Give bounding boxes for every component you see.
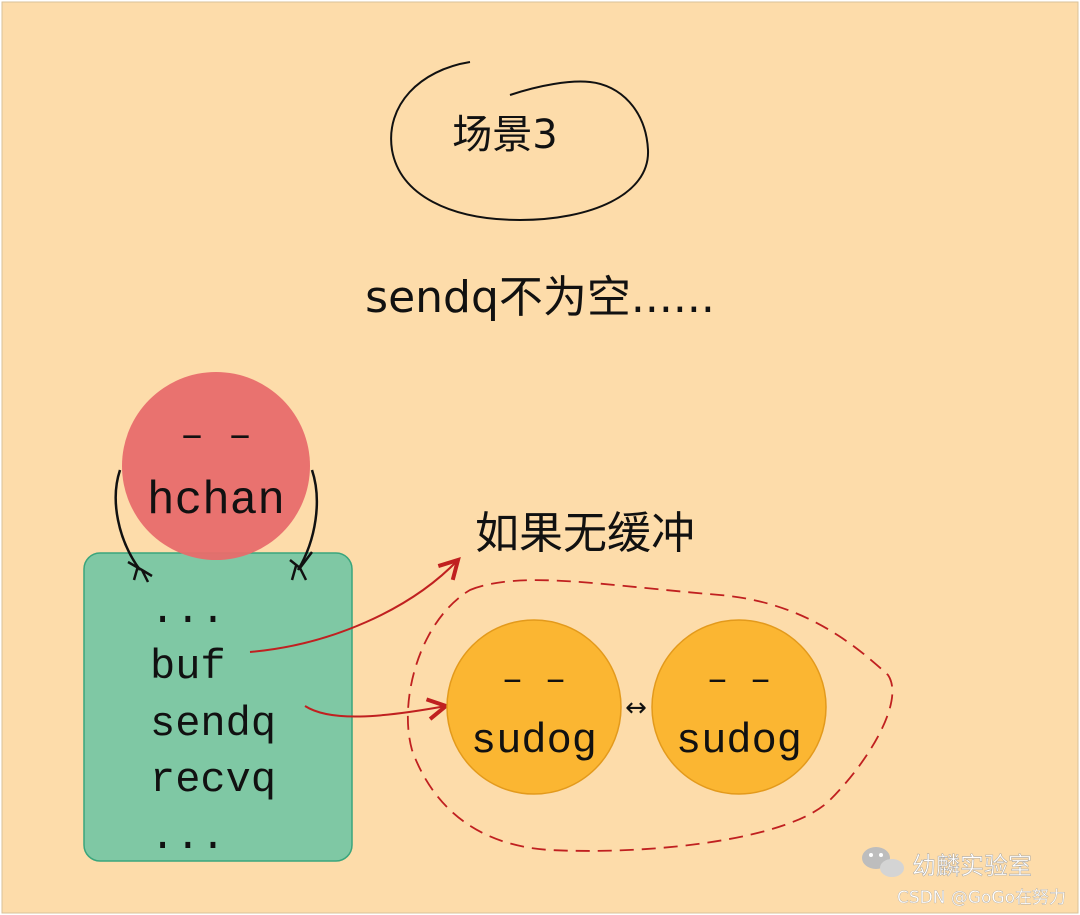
sudog-link: ↔ <box>625 693 647 723</box>
struct-field-recvq: recvq <box>150 756 276 804</box>
sudog-label-1: sudog <box>471 717 597 765</box>
title-bubble <box>390 61 650 222</box>
watermark-brand: 幼麟实验室 <box>912 852 1032 880</box>
sudog-face-1: – – <box>502 660 567 701</box>
scene-title: 场景3 <box>452 112 557 158</box>
hchan-label: hchan <box>147 475 285 527</box>
sudog-circle-1 <box>446 619 622 795</box>
watermark-credit: CSDN @GoGo在努力 <box>897 888 1066 908</box>
no-buffer-label: 如果无缓冲 <box>475 508 695 559</box>
sendq-arrow <box>304 706 446 717</box>
wechat-icon <box>862 847 904 877</box>
buf-arrow <box>249 560 458 653</box>
hchan-right-claw <box>289 551 313 581</box>
hchan-face: – – <box>180 415 252 460</box>
struct-field-ellipsis-top: ... <box>150 587 226 635</box>
sudog-label-2: sudog <box>676 717 802 765</box>
struct-field-buf: buf <box>150 643 226 691</box>
struct-field-ellipsis-bottom: ... <box>150 813 226 861</box>
hchan-left-claw <box>127 560 153 583</box>
sudog-queue-outline <box>406 579 894 852</box>
struct-field-sendq: sendq <box>150 700 276 748</box>
subtitle: sendq不为空...... <box>365 272 715 323</box>
sudog-face-2: – – <box>707 660 772 701</box>
hchan-left-arm <box>114 469 142 571</box>
sudog-circle-2 <box>651 619 827 795</box>
hchan-right-arm <box>296 469 319 571</box>
hchan-circle <box>122 372 310 560</box>
